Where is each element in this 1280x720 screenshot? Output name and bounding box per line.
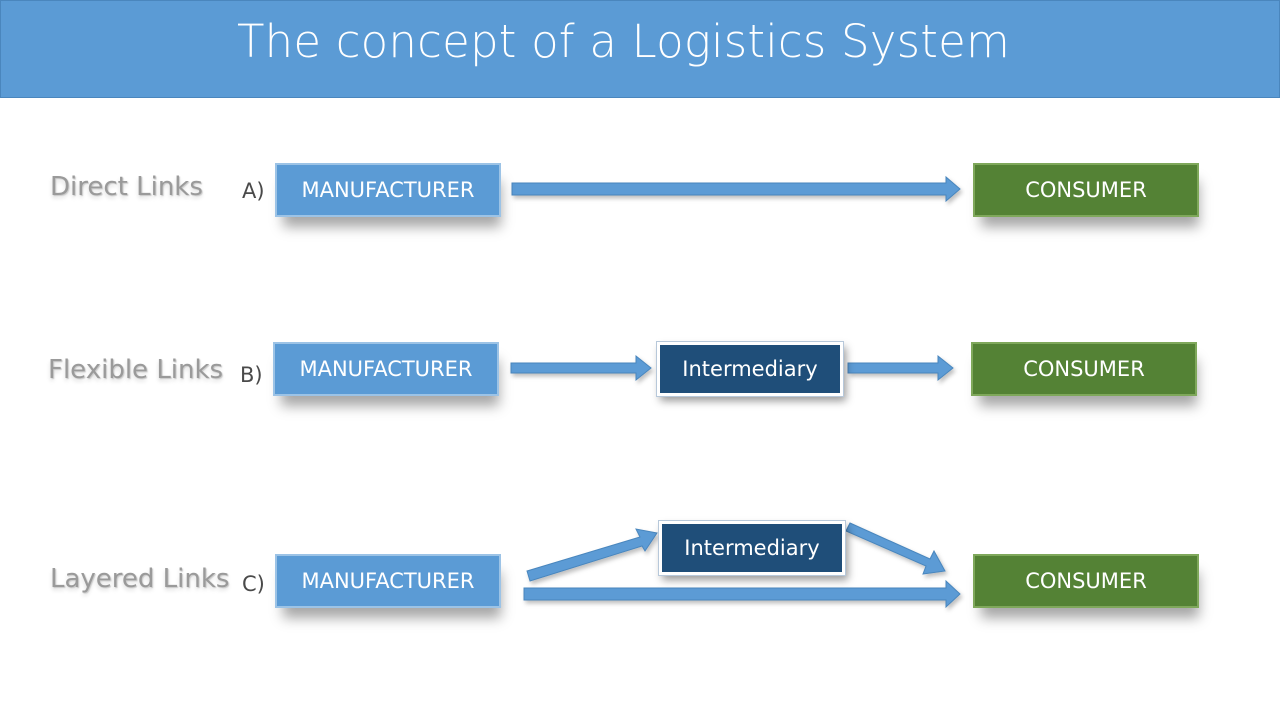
consumer-label: CONSUMER — [1025, 569, 1147, 593]
manufacturer-box-b: MANUFACTURER — [273, 342, 499, 396]
manufacturer-box-a: MANUFACTURER — [275, 163, 501, 217]
consumer-label: CONSUMER — [1023, 357, 1145, 381]
row-label-layered: Layered Links — [50, 564, 230, 594]
arrow-flexible-to-consumer — [847, 354, 954, 382]
row-label-flexible: Flexible Links — [48, 355, 224, 385]
intermediary-label: Intermediary — [682, 357, 818, 381]
row-letter-a: A) — [242, 179, 265, 203]
arrow-layered-up — [526, 528, 658, 582]
manufacturer-label: MANUFACTURER — [301, 178, 475, 202]
consumer-box-b: CONSUMER — [971, 342, 1197, 396]
intermediary-label: Intermediary — [684, 536, 820, 560]
consumer-label: CONSUMER — [1025, 178, 1147, 202]
intermediary-box-b: Intermediary — [656, 341, 844, 397]
row-label-direct: Direct Links — [50, 172, 203, 202]
page-title: The concept of a Logistics System — [236, 15, 1011, 68]
arrow-layered-down — [845, 522, 946, 575]
arrow-direct — [511, 175, 961, 203]
consumer-box-c: CONSUMER — [973, 554, 1199, 608]
arrow-layered-direct — [523, 579, 961, 609]
arrow-flexible-to-intermediary — [510, 354, 652, 382]
manufacturer-label: MANUFACTURER — [299, 357, 473, 381]
manufacturer-box-c: MANUFACTURER — [275, 554, 501, 608]
manufacturer-label: MANUFACTURER — [301, 569, 475, 593]
title-bar: The concept of a Logistics System — [0, 0, 1280, 98]
row-letter-b: B) — [240, 363, 263, 387]
row-letter-c: C) — [242, 572, 265, 596]
intermediary-box-c: Intermediary — [658, 520, 846, 576]
consumer-box-a: CONSUMER — [973, 163, 1199, 217]
